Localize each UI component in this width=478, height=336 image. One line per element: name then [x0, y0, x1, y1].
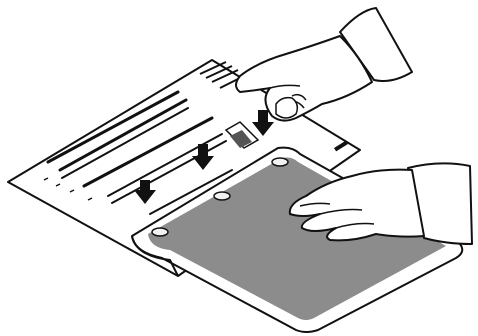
punch-hole: [152, 228, 168, 236]
punch-hole: [272, 158, 288, 166]
punch-hole: [214, 192, 230, 200]
upper-hand-thumb: [276, 98, 297, 118]
